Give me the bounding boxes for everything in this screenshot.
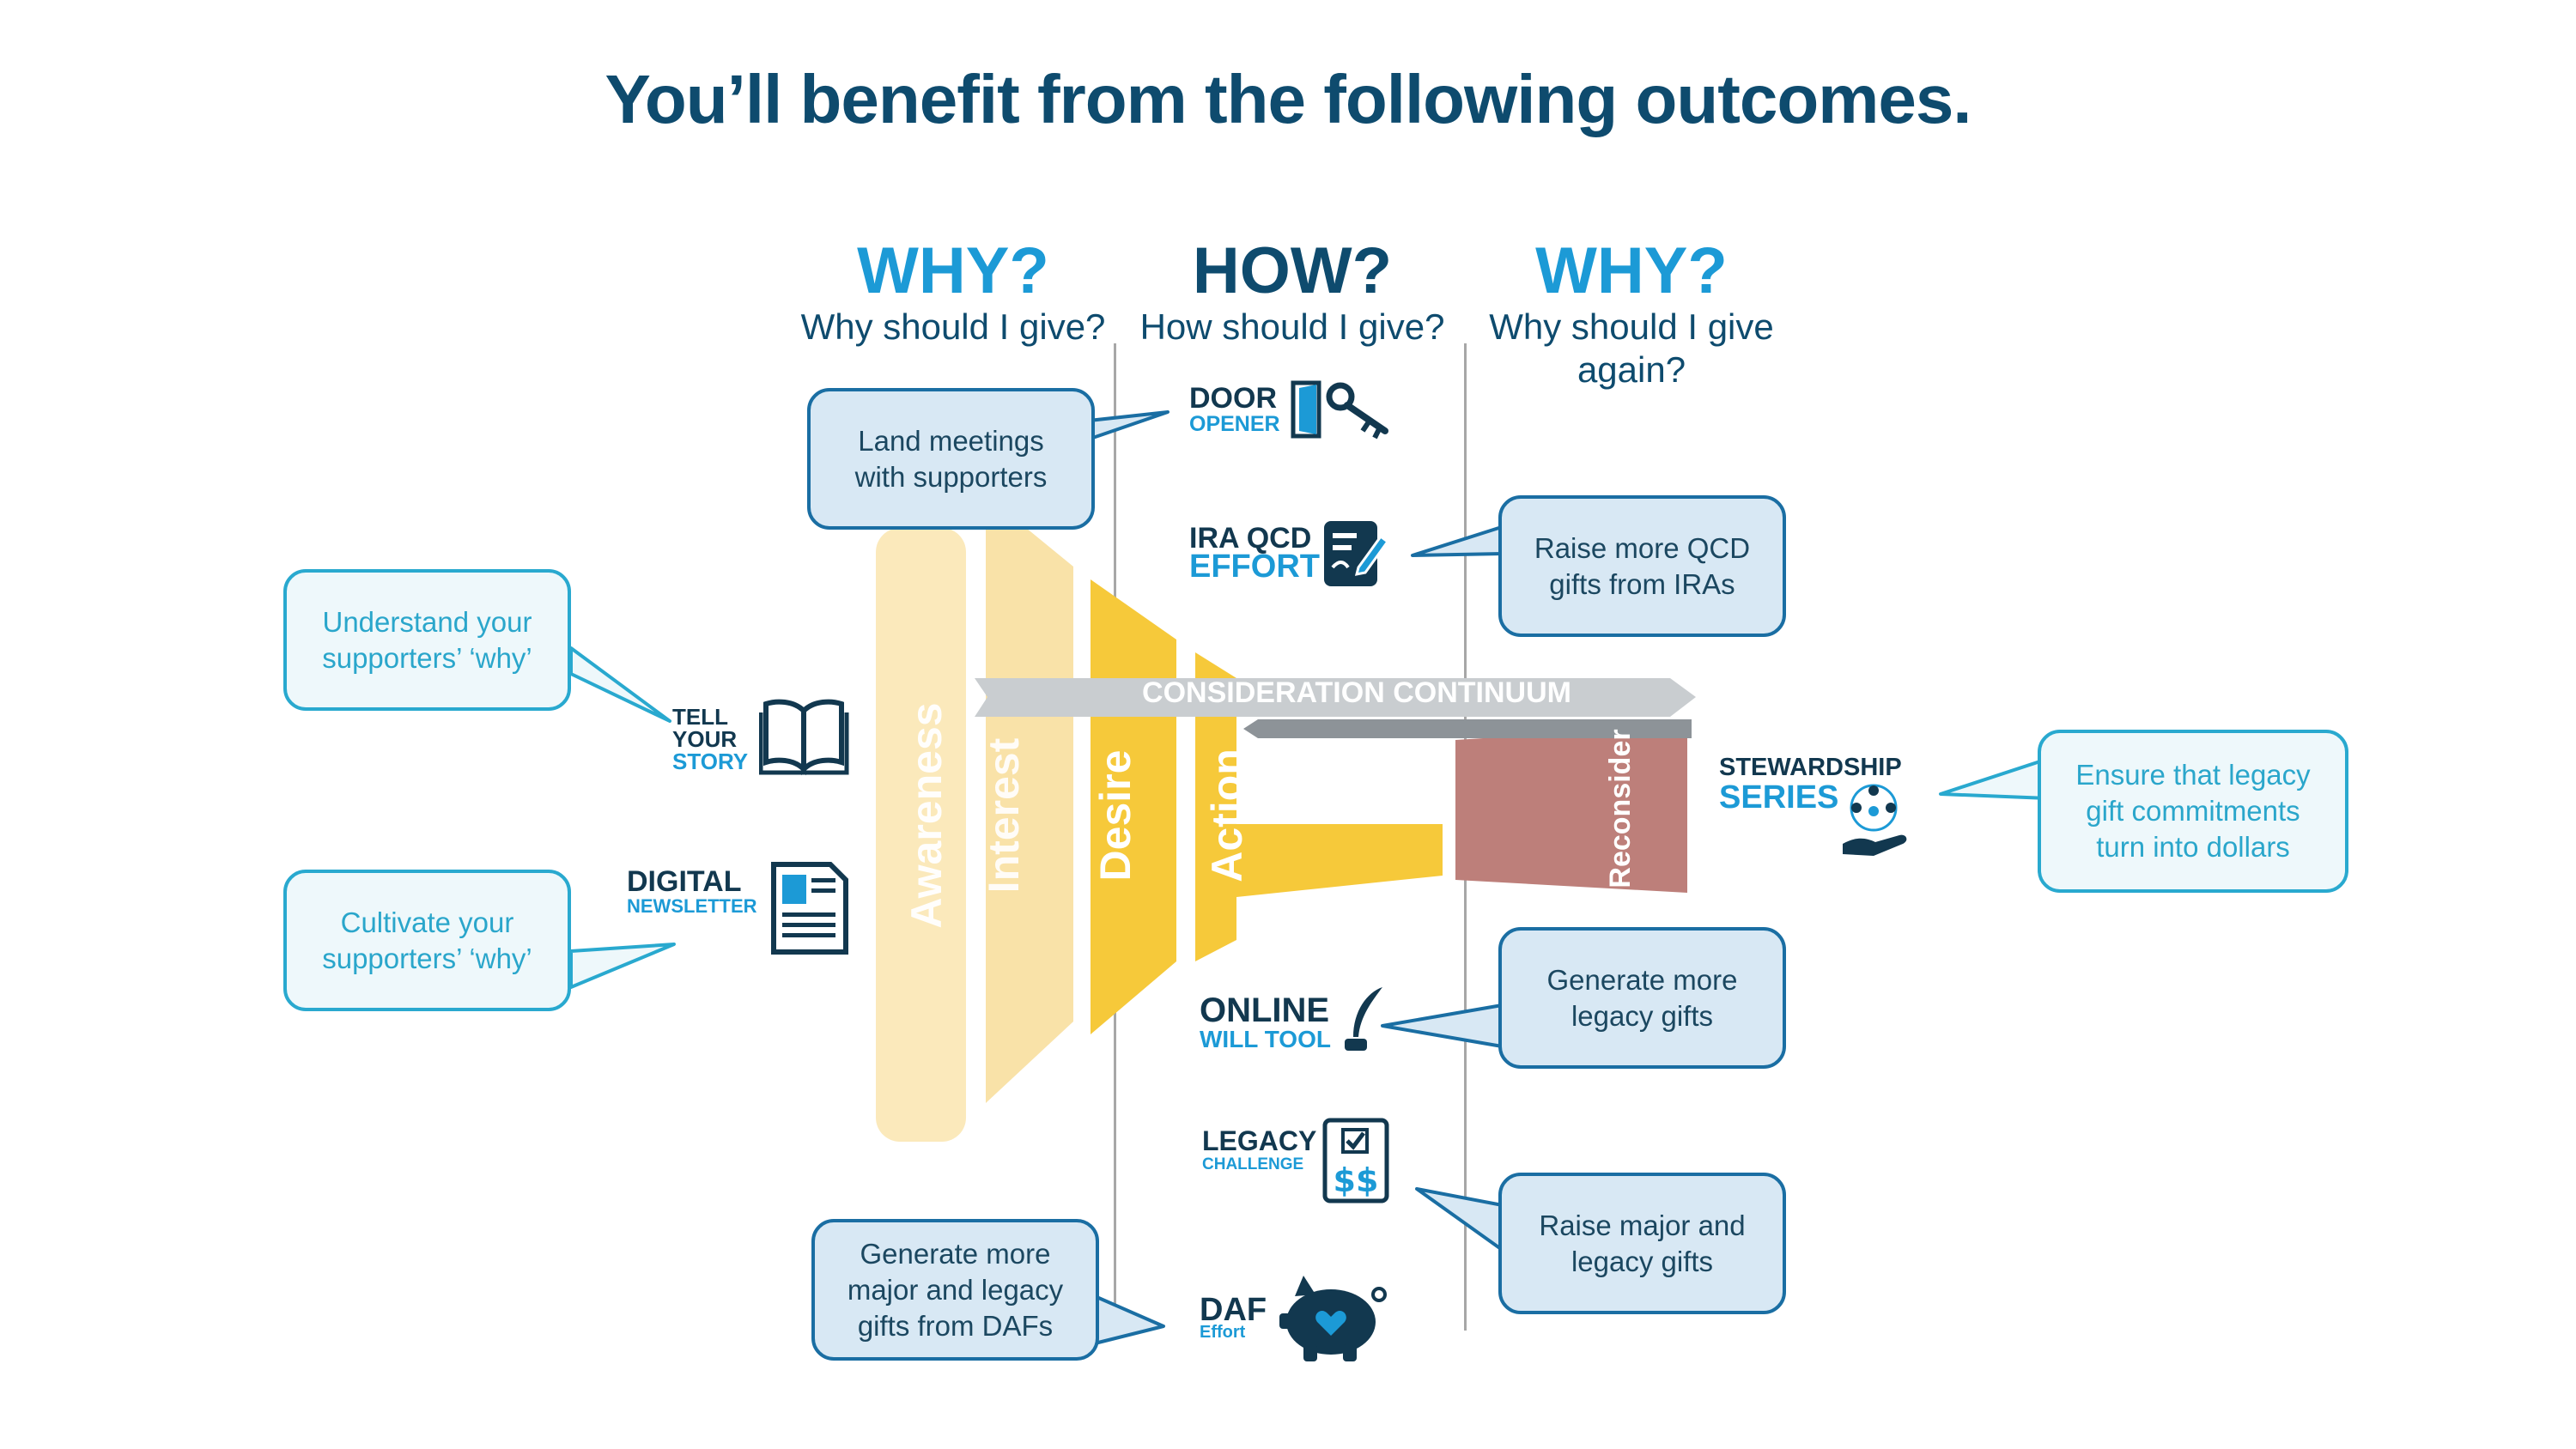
continuum-arrow-forward <box>975 678 1696 717</box>
callout-understand-why-text: Understand your supporters’ ‘why’ <box>322 605 532 674</box>
why-subheading-left: Why should I give? <box>800 306 1106 347</box>
svg-text:$$: $$ <box>1334 1161 1379 1199</box>
stage-reconsider: Reconsider <box>1604 729 1637 888</box>
daf-subtitle: Effort <box>1200 1323 1246 1342</box>
legacy-challenge-subtitle: CHALLENGE <box>1202 1155 1304 1173</box>
callout-raise-major: Raise major and legacy gifts <box>1498 1173 1786 1314</box>
stage-interest: Interest <box>980 737 1028 894</box>
callout-tail-generate-daf <box>1093 1294 1165 1345</box>
callout-cultivate-why: Cultivate your supporters’ ‘why’ <box>283 870 571 1011</box>
checklist-dollar-icon: $$ <box>1322 1118 1389 1203</box>
digital-newsletter-subtitle: NEWSLETTER <box>627 895 757 917</box>
callout-raise-major-text: Raise major and legacy gifts <box>1539 1209 1746 1277</box>
interest-band <box>986 528 1073 1103</box>
digital-newsletter-title: DIGITAL <box>627 865 742 898</box>
hand-people-icon <box>1843 784 1907 856</box>
ira-qcd-title: IRA QCD <box>1189 522 1312 555</box>
callout-generate-daf-text: Generate more major and legacy gifts fro… <box>847 1237 1064 1342</box>
page-title: You’ll benefit from the following outcom… <box>605 61 1971 137</box>
tell-story-line1: TELL <box>672 704 728 730</box>
door-opener-title: DOOR <box>1189 382 1277 415</box>
awareness-band <box>876 528 966 1142</box>
legacy-challenge-title: LEGACY <box>1202 1125 1317 1156</box>
open-book-icon <box>759 699 849 776</box>
callout-land-meetings: Land meetings with supporters <box>807 388 1095 530</box>
callout-raise-qcd-text: Raise more QCD gifts from IRAs <box>1534 531 1751 600</box>
callout-understand-why: Understand your supporters’ ‘why’ <box>283 569 571 711</box>
why-heading-left: WHY? <box>857 234 1049 307</box>
ira-qcd-subtitle: EFFORT <box>1189 549 1320 585</box>
callout-generate-legacy-text: Generate more legacy gifts <box>1546 963 1738 1032</box>
why-heading-right: WHY? <box>1535 234 1728 307</box>
callout-generate-legacy: Generate more legacy gifts <box>1498 927 1786 1069</box>
callout-tail-generate-legacy <box>1381 1003 1509 1049</box>
door-opener-subtitle: OPENER <box>1189 412 1280 436</box>
callout-ensure-legacy: Ensure that legacy gift commitments turn… <box>2038 730 2348 893</box>
piggy-bank-icon <box>1279 1276 1387 1361</box>
document-pen-icon <box>1324 521 1389 586</box>
callout-tail-raise-major <box>1415 1187 1509 1255</box>
online-will-title: ONLINE <box>1200 991 1330 1029</box>
stewardship-title: STEWARDSHIP <box>1719 754 1902 781</box>
callout-ensure-legacy-text: Ensure that legacy gift commitments turn… <box>2075 759 2311 863</box>
continuum-arrow-back <box>1243 719 1692 738</box>
continuum-label: CONSIDERATION CONTINUUM <box>1142 676 1571 709</box>
door-key-icon <box>1291 380 1388 440</box>
callout-tail-ensure-legacy <box>1939 757 2050 800</box>
action-band <box>1195 652 1443 961</box>
quill-pen-icon <box>1345 987 1382 1051</box>
how-subheading: How should I give? <box>1139 306 1445 347</box>
stage-action: Action <box>1203 749 1251 882</box>
callout-raise-qcd: Raise more QCD gifts from IRAs <box>1498 495 1786 637</box>
stage-awareness: Awareness <box>902 702 951 929</box>
how-heading: HOW? <box>1192 234 1393 307</box>
newsletter-icon <box>771 862 848 955</box>
callout-tail-raise-qcd <box>1411 524 1509 557</box>
callout-cultivate-why-text: Cultivate your supporters’ ‘why’ <box>322 906 532 974</box>
stewardship-subtitle: SERIES <box>1719 779 1839 815</box>
callout-generate-daf: Generate more major and legacy gifts fro… <box>811 1219 1099 1361</box>
callout-land-meetings-text: Land meetings with supporters <box>854 424 1048 493</box>
tell-story-line3: STORY <box>672 749 749 774</box>
stage-desire: Desire <box>1091 749 1139 882</box>
daf-title: DAF <box>1200 1292 1267 1328</box>
why-subheading-right: Why should I give again? <box>1489 306 1774 390</box>
callout-tail-cultivate-why <box>569 943 676 989</box>
callout-tail-understand-why <box>569 646 671 723</box>
tell-story-line2: YOUR <box>672 726 738 752</box>
reconsider-band <box>1455 725 1687 893</box>
online-will-subtitle: WILL TOOL <box>1200 1026 1331 1052</box>
